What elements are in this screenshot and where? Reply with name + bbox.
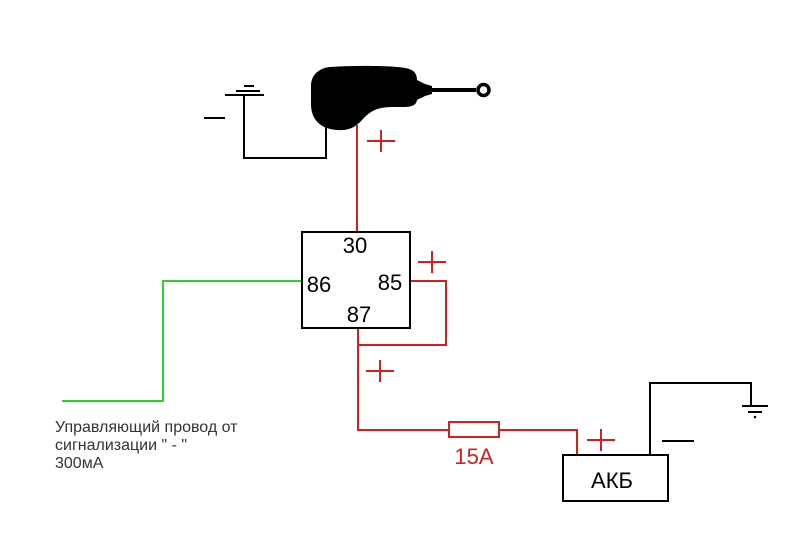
control-wire-note: Управляющий провод от сигнализации " - "… bbox=[55, 419, 238, 472]
note-line-3: 300мА bbox=[55, 455, 104, 472]
fuse-body bbox=[448, 421, 500, 438]
plus-marker-battery bbox=[587, 429, 615, 451]
ground-symbol-left bbox=[225, 85, 264, 96]
actuator-body bbox=[311, 65, 417, 131]
fuse-rating-label: 15А bbox=[454, 444, 493, 469]
wire-pin85-loop bbox=[358, 280, 447, 346]
ground-symbol-right bbox=[742, 405, 768, 419]
ground-bar-dot bbox=[753, 415, 757, 419]
relay-pin-86-label: 86 bbox=[307, 272, 331, 297]
relay-pin-87-label: 87 bbox=[347, 302, 371, 327]
actuator-flange bbox=[417, 80, 432, 100]
relay-pin-30-label: 30 bbox=[343, 233, 367, 258]
relay-box bbox=[301, 231, 411, 329]
plus-marker-pin87 bbox=[366, 360, 394, 382]
alarm-control-wire bbox=[62, 280, 302, 402]
note-line-2: сигнализации " - " bbox=[55, 437, 187, 454]
plus-marker-actuator bbox=[367, 130, 395, 152]
actuator-rod-ring bbox=[476, 82, 491, 98]
battery-label: АКБ bbox=[591, 468, 633, 493]
plus-marker-pin85 bbox=[418, 251, 446, 273]
relay-pin-85-label: 85 bbox=[378, 270, 402, 295]
battery-box bbox=[562, 454, 669, 502]
door-lock-actuator-icon bbox=[311, 65, 491, 131]
actuator-ground-wire bbox=[243, 95, 327, 159]
battery-ground-wire bbox=[649, 382, 752, 455]
note-line-1: Управляющий провод от bbox=[55, 419, 238, 436]
